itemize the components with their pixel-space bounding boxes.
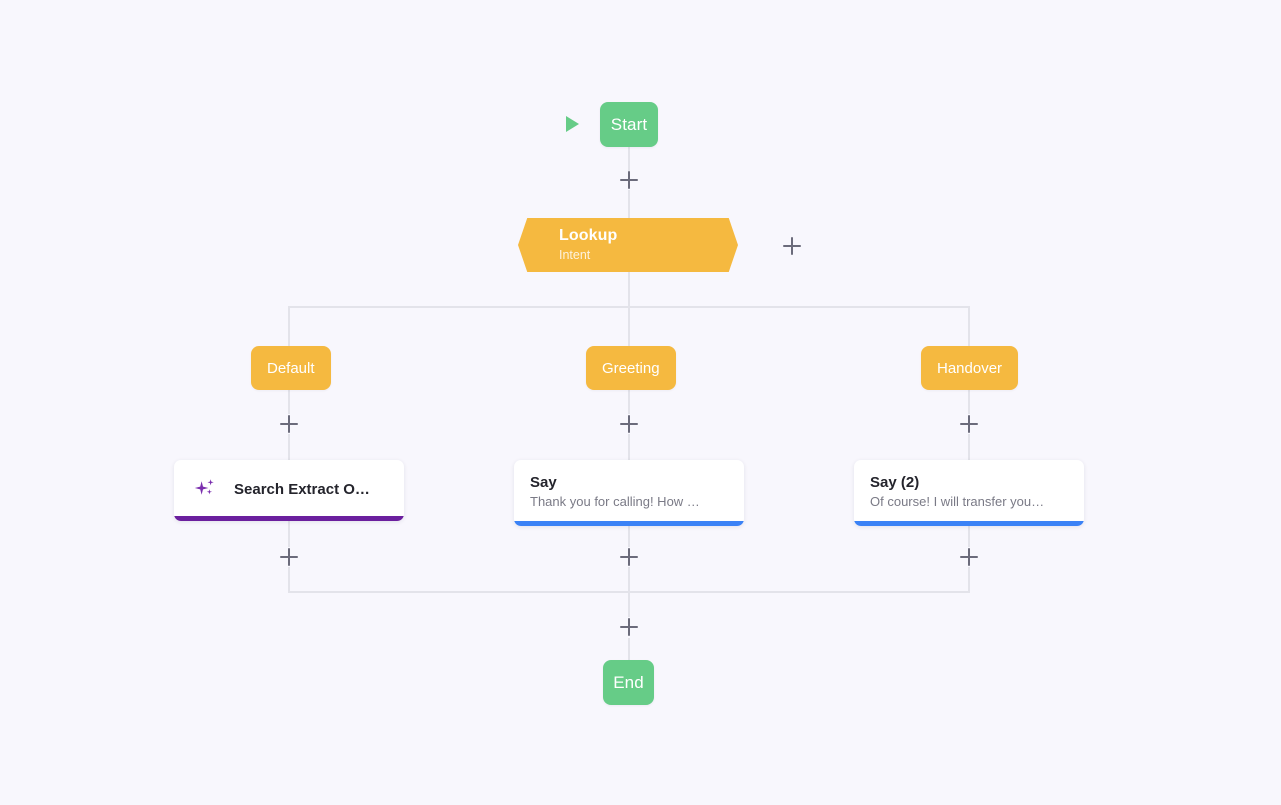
card-accent-bar [514,521,744,526]
edge-greeting-chip-to-add [628,390,630,414]
edge-add-to-end [628,638,630,660]
add-after-greeting-branch-button[interactable] [618,413,640,435]
edge-default-card-to-add [288,521,290,547]
add-before-end-button[interactable] [618,616,640,638]
edge-bus-to-greeting [628,306,630,346]
add-after-greeting-card-button[interactable] [618,546,640,568]
end-node[interactable]: End [603,660,654,705]
ai-sparkle-icon [192,476,218,502]
intent-node-title: Lookup [559,227,618,245]
edge-add-to-greeting-card [628,434,630,460]
edge-greeting-card-to-add [628,521,630,547]
intent-node-lookup[interactable]: Lookup Intent [518,218,738,272]
branch-chip-greeting-label: Greeting [602,359,660,377]
start-node[interactable]: Start [600,102,658,147]
action-card-say[interactable]: Say Thank you for calling! How … [514,460,744,526]
edge-add-to-merge-greeting [628,567,630,593]
action-card-say-2[interactable]: Say (2) Of course! I will transfer you… [854,460,1084,526]
add-after-default-card-button[interactable] [278,546,300,568]
end-node-label: End [613,672,644,692]
add-intent-branch-button[interactable] [781,235,803,257]
edge-bus-to-default [288,306,290,346]
action-card-subtitle: Of course! I will transfer you… [870,494,1045,509]
action-card-search-extract[interactable]: Search Extract O… [174,460,404,521]
card-accent-bar [174,516,404,521]
edge-handover-card-to-add [968,521,970,547]
action-card-title: Say [530,474,557,491]
intent-node-subtitle: Intent [559,248,591,263]
action-card-title: Search Extract O… [234,480,370,498]
edge-handover-chip-to-add [968,390,970,414]
edge-add-to-merge-handover [968,567,970,593]
action-card-subtitle: Thank you for calling! How … [530,494,700,509]
branch-chip-default[interactable]: Default [251,346,331,390]
branch-chip-handover-label: Handover [937,359,1003,377]
edge-default-chip-to-add [288,390,290,414]
edge-start-to-add [628,147,630,171]
action-card-title: Say (2) [870,474,920,491]
add-after-handover-card-button[interactable] [958,546,980,568]
edge-bus-to-handover [968,306,970,346]
play-icon [566,116,579,132]
edge-add-to-default-card [288,434,290,460]
edge-intent-to-bus [628,272,630,307]
branch-chip-default-label: Default [267,359,315,377]
branch-chip-greeting[interactable]: Greeting [586,346,676,390]
add-after-start-button[interactable] [618,169,640,191]
edge-add-to-handover-card [968,434,970,460]
edge-add-to-merge-default [288,567,290,593]
add-after-handover-branch-button[interactable] [958,413,980,435]
branch-chip-handover[interactable]: Handover [921,346,1019,390]
card-accent-bar [854,521,1084,526]
edge-add-to-intent [628,190,630,218]
start-node-label: Start [610,114,648,134]
add-after-default-branch-button[interactable] [278,413,300,435]
edge-merge-to-add [628,591,630,617]
